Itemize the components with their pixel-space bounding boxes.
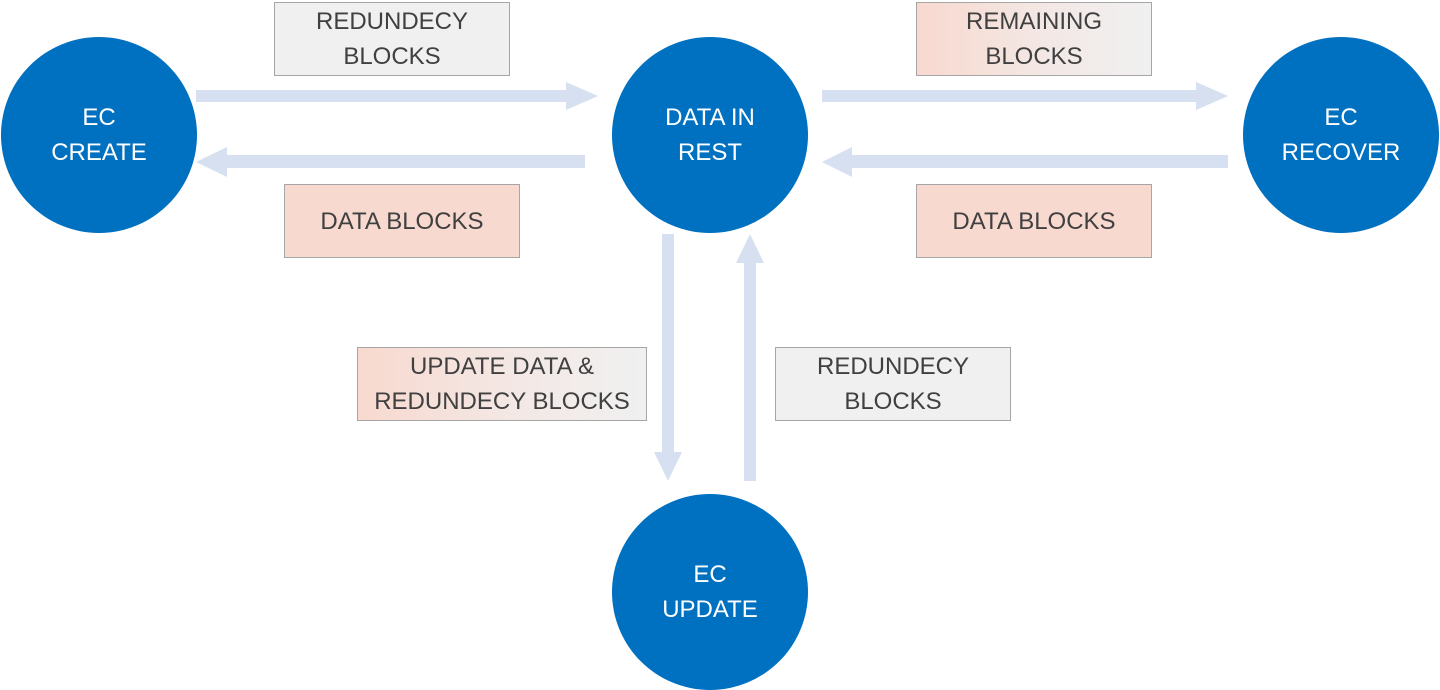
arrow-rest-to-create bbox=[196, 147, 585, 177]
edge-label-line1: DATA BLOCKS bbox=[952, 207, 1116, 235]
edge-label-rest-to-update: UPDATE DATA & REDUNDECY BLOCKS bbox=[357, 347, 647, 421]
edge-label-recover-to-rest: DATA BLOCKS bbox=[916, 184, 1152, 258]
edge-label-update-to-rest: REDUNDECY BLOCKS bbox=[775, 347, 1011, 421]
arrow-create-to-rest bbox=[196, 82, 598, 110]
edge-label-rest-to-recover: REMAINING BLOCKS bbox=[916, 2, 1152, 76]
edge-label-line1: UPDATE DATA & bbox=[409, 353, 595, 380]
edge-label-line2: BLOCKS bbox=[343, 43, 441, 70]
edge-label-line1: REMAINING bbox=[965, 8, 1102, 35]
node-label-line2: CREATE bbox=[51, 139, 147, 166]
edge-label-rest-to-create: DATA BLOCKS bbox=[284, 184, 520, 258]
node-ec-update: EC UPDATE bbox=[612, 494, 808, 690]
edge-label-line1: DATA BLOCKS bbox=[320, 207, 484, 235]
edge-label-line2: BLOCKS bbox=[844, 388, 942, 415]
edge-label-create-to-rest: REDUNDECY BLOCKS bbox=[274, 2, 510, 76]
arrow-rest-to-recover bbox=[822, 82, 1228, 110]
node-ec-recover: EC RECOVER bbox=[1243, 37, 1439, 233]
edge-label-line2: REDUNDECY BLOCKS bbox=[374, 388, 630, 415]
arrow-recover-to-rest bbox=[822, 147, 1228, 177]
node-label-line1: DATA IN bbox=[665, 104, 755, 131]
node-label-line1: EC bbox=[82, 104, 116, 131]
node-label-line2: RECOVER bbox=[1281, 139, 1401, 166]
arrow-update-to-rest bbox=[736, 234, 764, 481]
edge-label-line1: REDUNDECY bbox=[816, 353, 969, 380]
edge-label-line1: REDUNDECY bbox=[315, 8, 468, 35]
node-ec-create: EC CREATE bbox=[1, 37, 197, 233]
node-label-line2: REST bbox=[677, 139, 742, 166]
node-label-line1: EC bbox=[693, 561, 727, 588]
arrow-rest-to-update bbox=[654, 234, 682, 481]
node-label-line1: EC bbox=[1324, 104, 1358, 131]
edge-label-line2: BLOCKS bbox=[985, 43, 1083, 70]
node-label-line2: UPDATE bbox=[662, 596, 758, 623]
node-data-in-rest: DATA IN REST bbox=[612, 37, 808, 233]
